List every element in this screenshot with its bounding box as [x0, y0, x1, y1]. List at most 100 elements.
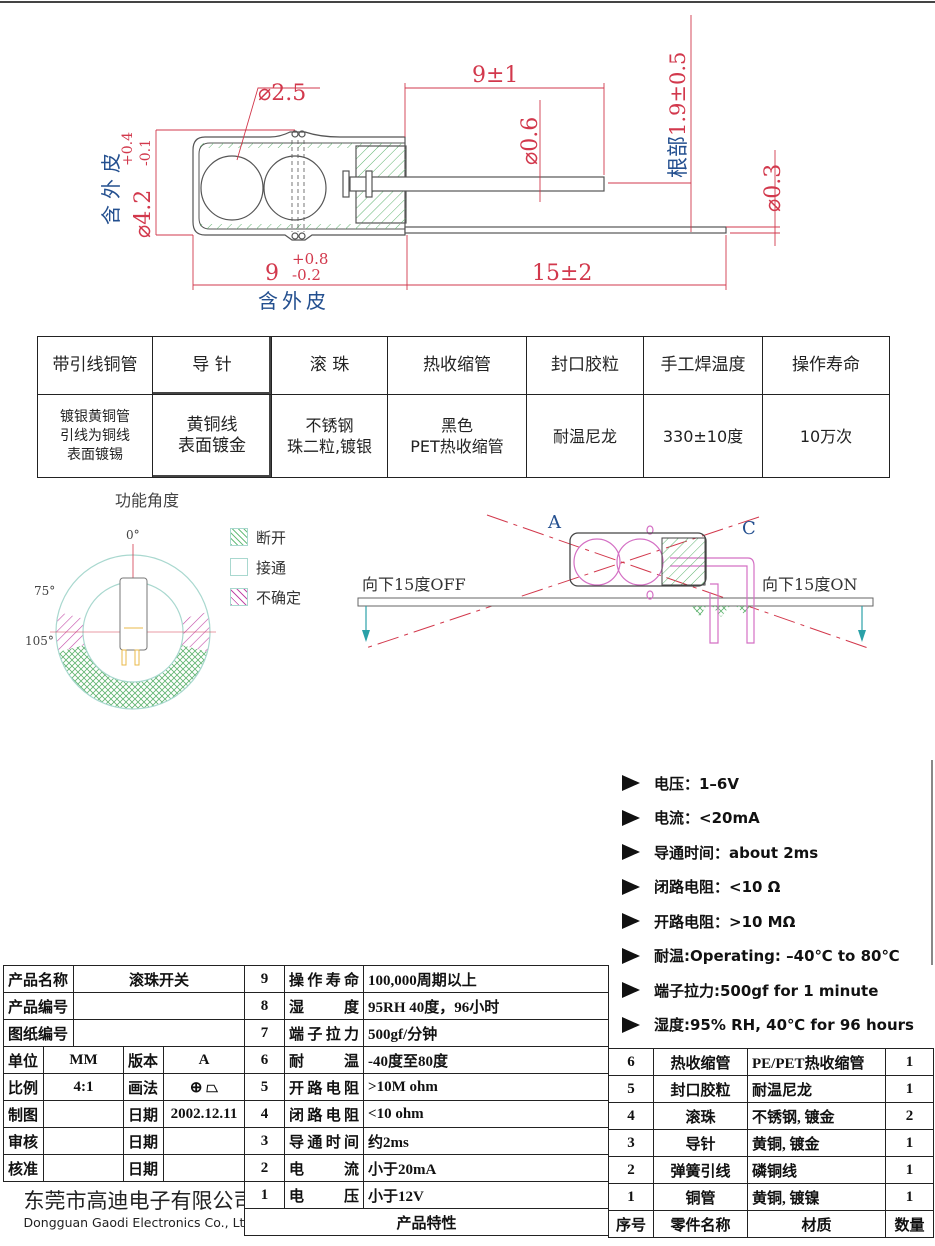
parts-header: 滚 珠: [271, 336, 388, 395]
char-name: 操作寿命: [284, 965, 365, 993]
char-value: >10M ohm: [363, 1073, 610, 1101]
approve-value: [42, 1154, 125, 1182]
version-label: 版本: [123, 1046, 165, 1074]
parts-cell: 330±10度: [643, 394, 763, 478]
char-no: 3: [244, 1127, 286, 1155]
switch-icon: [119, 577, 148, 651]
char-value: <10 ohm: [363, 1100, 610, 1128]
char-value: -40度至80度: [363, 1046, 610, 1074]
spec-text: 导通时间：about 2ms: [654, 843, 819, 862]
function-angle-diagram: 功能角度 0° 75° 105°: [25, 491, 216, 710]
base-board: [357, 597, 874, 607]
bullet-arrow-icon: [622, 947, 640, 964]
char-no: 9: [244, 965, 286, 993]
bom-name: 铜管: [653, 1183, 748, 1211]
approve-label: 核准: [3, 1154, 44, 1182]
spec-text: 耐温:Operating: –40℃ to 80℃: [654, 947, 900, 966]
char-no: 8: [244, 992, 286, 1020]
bom-name: 热收缩管: [653, 1048, 748, 1076]
parts-cell: 不锈钢珠二粒,镀银: [271, 394, 388, 478]
lead-length-label: 15±2: [532, 261, 592, 286]
body-diameter-label: ⌀4.2: [131, 190, 156, 238]
right-border: [931, 760, 933, 965]
spec-text: 电压：1–6V: [654, 774, 739, 793]
char-name: 湿 度: [284, 992, 365, 1020]
char-value: 100,000周期以上: [363, 965, 610, 993]
bom-material: 黄铜, 镀金: [747, 1129, 886, 1157]
bom-qty: 1: [885, 1048, 934, 1076]
bullet-arrow-icon: [622, 1016, 640, 1033]
parts-header: 热收缩管: [387, 336, 527, 395]
char-name: 导通时间: [284, 1127, 365, 1155]
bom-no: 2: [608, 1156, 654, 1184]
parts-line: 不锈钢: [305, 416, 354, 435]
bom-qty: 1: [885, 1183, 934, 1211]
spec-item: 开路电阻：>10 MΩ: [622, 904, 914, 939]
arrow-down-icon: [362, 630, 370, 642]
parts-line: PET热收缩管: [410, 437, 504, 456]
bom-no: 4: [608, 1102, 654, 1130]
parts-line: 引线为铜线: [60, 427, 130, 444]
body-length-minus: -0.2: [292, 266, 321, 284]
bullet-arrow-icon: [622, 982, 640, 999]
projection-symbol-icon: ⊕ ⏢: [163, 1073, 246, 1101]
open-zone: [58, 644, 208, 709]
angle-label-105: 105°: [25, 634, 54, 648]
legend-label: 不确定: [256, 588, 302, 607]
company-block: 东莞市高迪电子有限公司 Dongguan Gaodi Electronics C…: [3, 1181, 246, 1236]
scale-value: 4:1: [42, 1073, 125, 1101]
root-dim-label: 根部1.9±0.5: [666, 52, 690, 178]
spec-text: 湿度:95% RH, 40℃ for 96 hours: [654, 1016, 914, 1035]
char-name: 开路电阻: [284, 1073, 365, 1101]
bom-name: 封口胶粒: [653, 1075, 748, 1103]
parts-cell: 黄铜线表面镀金: [152, 394, 272, 478]
bom-name: 导针: [653, 1129, 748, 1157]
product-no-label: 产品编号: [2, 992, 75, 1020]
parts-line: 耐温尼龙: [552, 426, 617, 446]
bullet-arrow-icon: [622, 844, 640, 861]
spring-lead: [404, 226, 727, 234]
bom-no: 3: [608, 1129, 654, 1157]
tilt-on-label: 向下15度ON: [762, 575, 857, 594]
bom-material: 不锈钢, 镀金: [747, 1102, 886, 1130]
angle-title: 功能角度: [115, 491, 179, 510]
char-name: 电 压: [284, 1181, 365, 1209]
bom-qty: 1: [885, 1156, 934, 1184]
bom-material: 黄铜, 镀镍: [747, 1183, 886, 1211]
legend-label: 接通: [256, 558, 287, 577]
drawing-no-value: [73, 1019, 246, 1047]
parts-line: 珠二粒,镀银: [286, 437, 373, 456]
parts-cell: 镀银黄铜管引线为铜线表面镀锡: [37, 394, 153, 478]
char-value: 500gf/分钟: [363, 1019, 610, 1047]
version-value: A: [163, 1046, 246, 1074]
parts-line: 镀银黄铜管: [60, 408, 130, 425]
char-value: 约2ms: [363, 1127, 610, 1155]
bom-no: 1: [608, 1183, 654, 1211]
spec-text: 电流：<20mA: [654, 809, 760, 828]
char-value: 小于12V: [363, 1181, 610, 1209]
parts-cell: 耐温尼龙: [526, 394, 644, 478]
bullet-arrow-icon: [622, 775, 640, 792]
bom-no: 5: [608, 1075, 654, 1103]
spec-list: 电压：1–6V 电流：<20mA 导通时间：about 2ms 闭路电阻：<10…: [622, 766, 914, 1042]
unit-label: 单位: [3, 1046, 44, 1074]
spec-text: 端子拉力:500gf for 1 minute: [654, 981, 879, 1000]
bullet-arrow-icon: [622, 809, 640, 826]
guide-pin: [349, 176, 605, 192]
legend-open: 断开: [230, 522, 301, 552]
legend-uncertain: 不确定: [230, 582, 301, 612]
review-date: [163, 1127, 246, 1155]
company-name-cn: 东莞市高迪电子有限公司: [23, 1188, 245, 1213]
char-no: 1: [244, 1181, 286, 1209]
date-label: 日期: [123, 1154, 165, 1182]
angle-label-0: 0°: [126, 528, 140, 542]
